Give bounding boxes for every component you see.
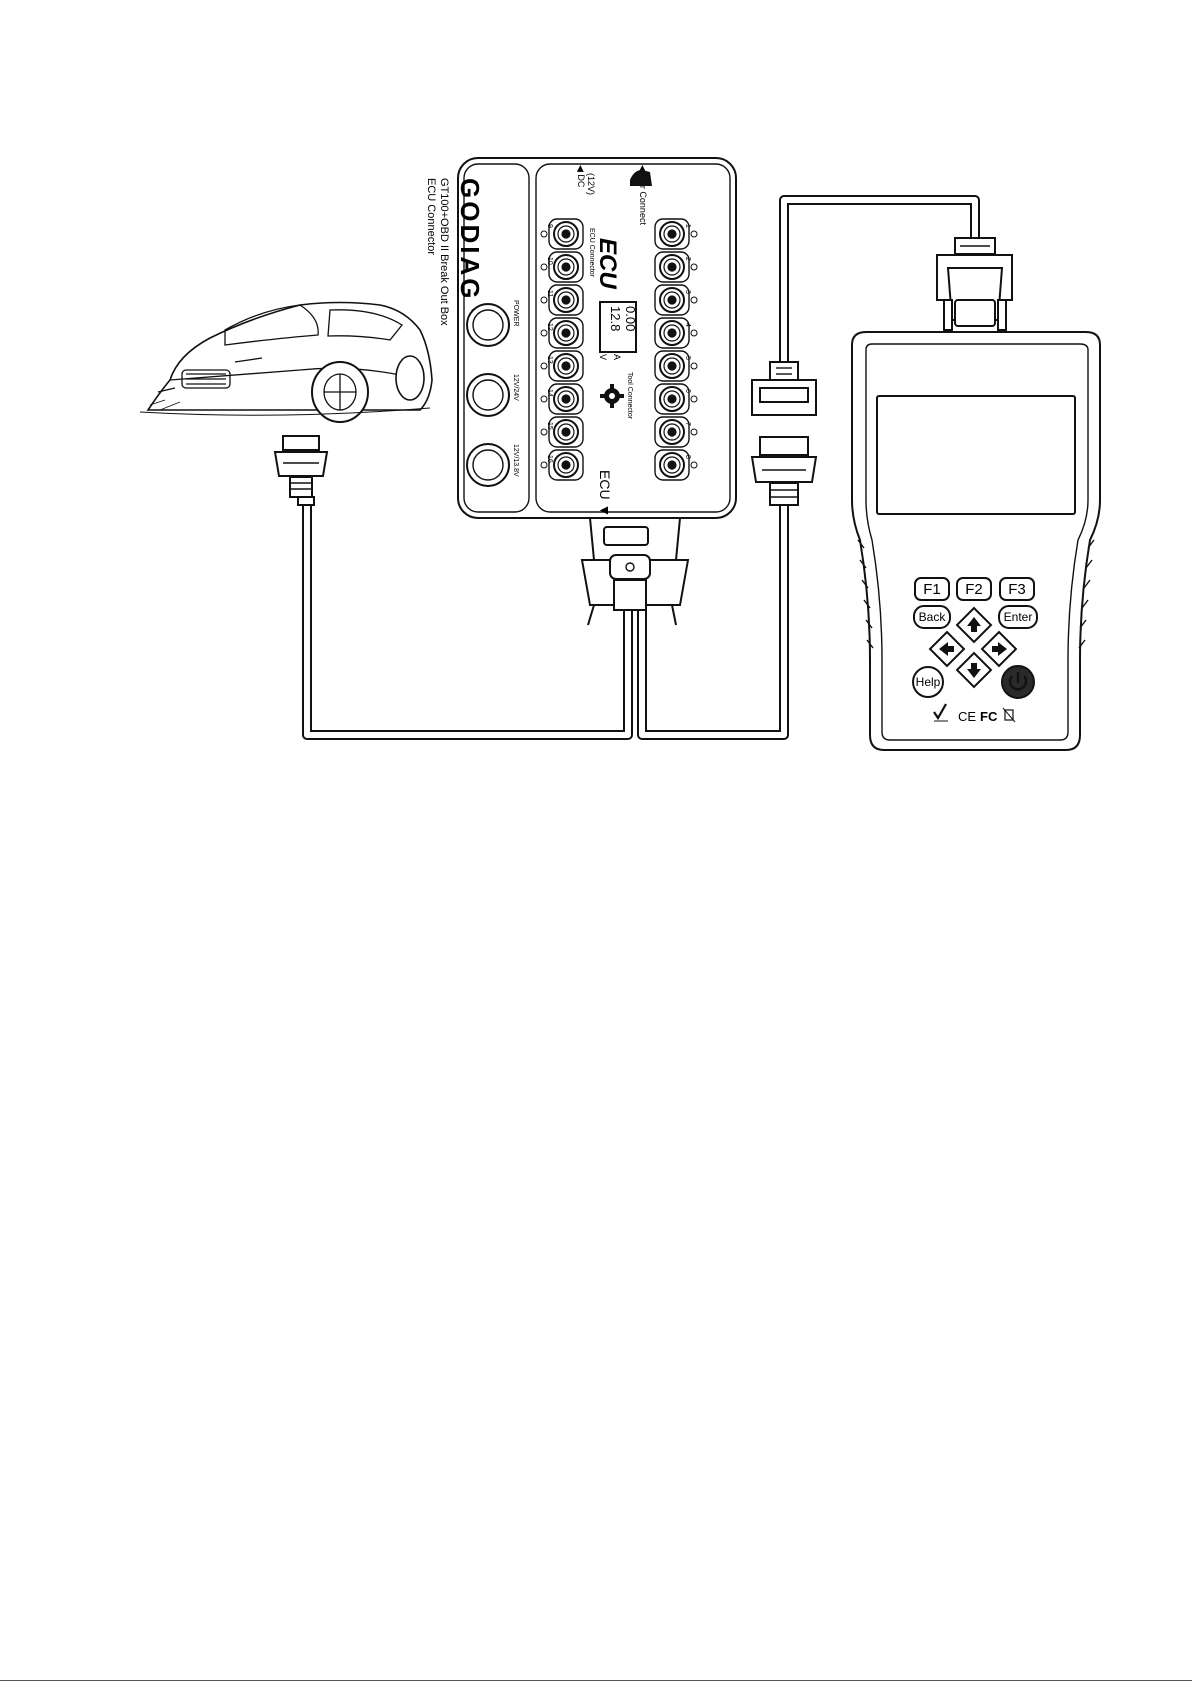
page-bottom-rule: [0, 1680, 1192, 1681]
jack-pin-label: 1: [684, 224, 691, 228]
ecu-db-connector: [582, 518, 688, 625]
jack-pin-label: 8: [684, 455, 691, 459]
svg-text:Enter: Enter: [1004, 610, 1033, 624]
f1-key[interactable]: F1: [915, 578, 949, 600]
jack-pin-label: 4: [684, 323, 691, 327]
tool-obd-connector-bottom: [752, 437, 816, 505]
jack-pin-label: 16: [546, 455, 553, 463]
jack-pin-label: 5: [684, 356, 691, 360]
jack-pin-label: 6: [684, 389, 691, 393]
breakout-box: GODIAG ® GT100+OBD II Break Out Box ECU …: [425, 158, 736, 625]
unit-a: A: [612, 354, 622, 360]
jack-pin-label: 10: [546, 257, 553, 265]
scanner-device: F1 F2 F3 Back Enter: [852, 238, 1100, 750]
voltage-display: 12.8 0.00 V A: [598, 302, 638, 360]
help-key[interactable]: Help: [913, 667, 943, 697]
jack-pin-label: 13: [546, 356, 553, 364]
scanner-db-connector: [937, 238, 1012, 330]
product-name: GT100+OBD II Break Out Box: [438, 178, 450, 326]
svg-text:Help: Help: [916, 675, 941, 689]
jack-pin-label: 2: [684, 257, 691, 261]
car-illustration: [140, 303, 432, 423]
svg-text:F2: F2: [965, 581, 983, 598]
f3-key[interactable]: F3: [1000, 578, 1034, 600]
car-obd-connector: [275, 436, 327, 505]
svg-text:F3: F3: [1008, 581, 1026, 598]
jack-pin-label: 15: [546, 422, 553, 430]
svg-text:F1: F1: [923, 581, 941, 598]
jack-pin-label: 12: [546, 323, 553, 331]
jack-pin-label: 7: [684, 422, 691, 426]
svg-text:12V/13.8V: 12V/13.8V: [512, 444, 519, 477]
svg-text:POWER: POWER: [512, 300, 519, 326]
tool-connector-label: Tool Connector: [626, 372, 633, 420]
svg-text:Back: Back: [919, 610, 947, 624]
ecu-connector-label: ECU Connector: [588, 228, 595, 278]
dc-voltage: (12V): [586, 173, 596, 195]
ecu-logo: ECU: [594, 238, 621, 289]
weee-bin-icon: [1003, 708, 1015, 722]
enter-key[interactable]: Enter: [999, 606, 1037, 628]
jack-pin-label: 11: [546, 290, 553, 297]
display-current: 0.00: [623, 306, 638, 331]
tool-obd-connector-top: [752, 362, 816, 415]
back-key[interactable]: Back: [914, 606, 950, 628]
jack-pin-label: 3: [684, 290, 691, 294]
svg-text:12V/24V: 12V/24V: [512, 374, 519, 401]
product-subtitle: ECU Connector: [425, 178, 437, 255]
display-voltage: 12.8: [608, 306, 623, 331]
dc-label: ◀ DC: [576, 165, 586, 188]
brand-logo: GODIAG: [455, 178, 485, 301]
scanner-screen[interactable]: [877, 396, 1075, 514]
f2-key[interactable]: F2: [957, 578, 991, 600]
ce-mark: CE: [958, 709, 976, 724]
unit-v: V: [598, 354, 608, 360]
ecu-port-label: ECU ▼: [597, 470, 613, 517]
jack-pin-label: 14: [546, 389, 553, 397]
jack-pin-label: 9: [546, 224, 553, 228]
power-button[interactable]: [1002, 666, 1034, 698]
fc-mark: FC: [980, 709, 998, 724]
